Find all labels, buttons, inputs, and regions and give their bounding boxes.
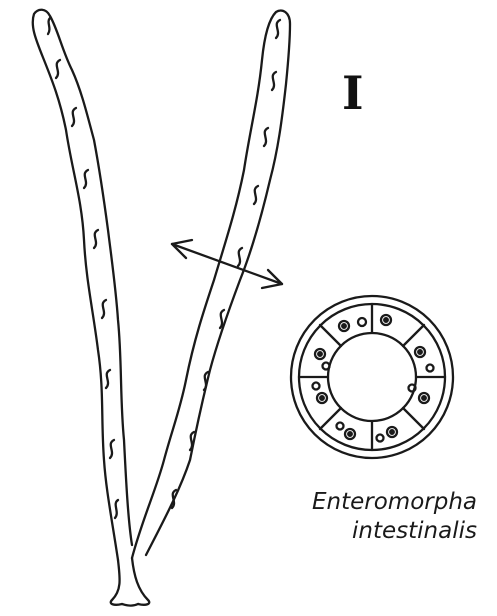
cross-section [291,296,453,458]
figure-label: I [342,70,364,116]
thallus-left-branch [33,10,132,560]
section-arrow [172,240,282,288]
species-epithet: intestinalis [312,517,477,546]
holdfast [111,558,150,606]
species-genus: Enteromorpha [312,488,477,517]
species-caption: Enteromorpha intestinalis [312,488,477,546]
thallus-right-branch [132,11,290,559]
